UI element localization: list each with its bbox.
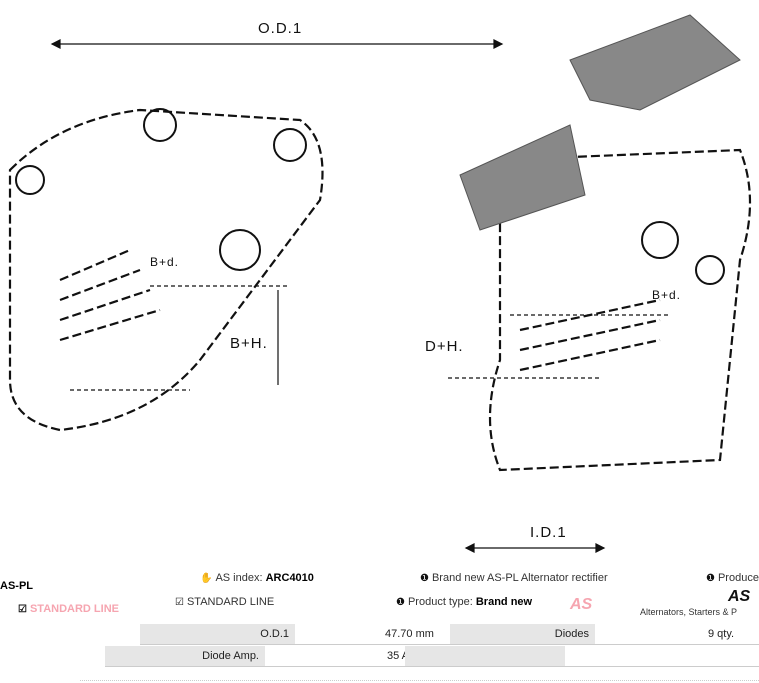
dimension-inner-diameter: I.D.1 [530,524,567,541]
dimension-bolt-diameter: B+d. [150,255,180,269]
spec-label: O.D.1 [140,624,295,644]
brand-name: AS-PL [0,580,33,592]
technical-drawing [8,14,752,553]
handshake-icon: ✋ [200,573,213,584]
spec-row: O.D.1 47.70 mm Diodes 9 qty. [140,624,759,645]
product-photo-top [569,14,741,111]
as-logo: AS [728,588,751,605]
rectifier-outline-left [8,108,324,432]
spec-label: Diodes [450,624,595,644]
divider [80,680,759,681]
info-icon: ❶ [396,597,405,608]
spec-value: 9 qty. [708,628,735,640]
product-photo-bottom [459,124,586,231]
as-index: ✋AS index: ARC4010 [200,572,314,584]
info-icon: ❶ [420,573,429,584]
spec-label-empty [405,646,565,666]
spec-value: 35 A [387,650,410,662]
dimension-bolt-height: B+H. [230,335,268,352]
check-icon: ☑ [18,604,27,615]
logo-tagline: Alternators, Starters & P [640,607,738,617]
dimension-outer-diameter: O.D.1 [258,20,303,37]
standard-line: ☑STANDARD LINE [175,596,275,608]
dimension-diode-height: D+H. [425,338,464,355]
spec-value: 47.70 mm [385,628,434,640]
as-logo-pink: AS [570,596,593,613]
rectifier-outline-right [488,148,752,472]
spec-row: Diode Amp. 35 A [105,646,759,667]
dimension-bolt-diameter-right: B+d. [652,288,682,302]
info-icon: ❶ [706,573,715,584]
check-icon: ☑ [175,597,184,608]
brand-line-badge: ☑STANDARD LINE [18,603,119,615]
spec-label: Diode Amp. [105,646,265,666]
